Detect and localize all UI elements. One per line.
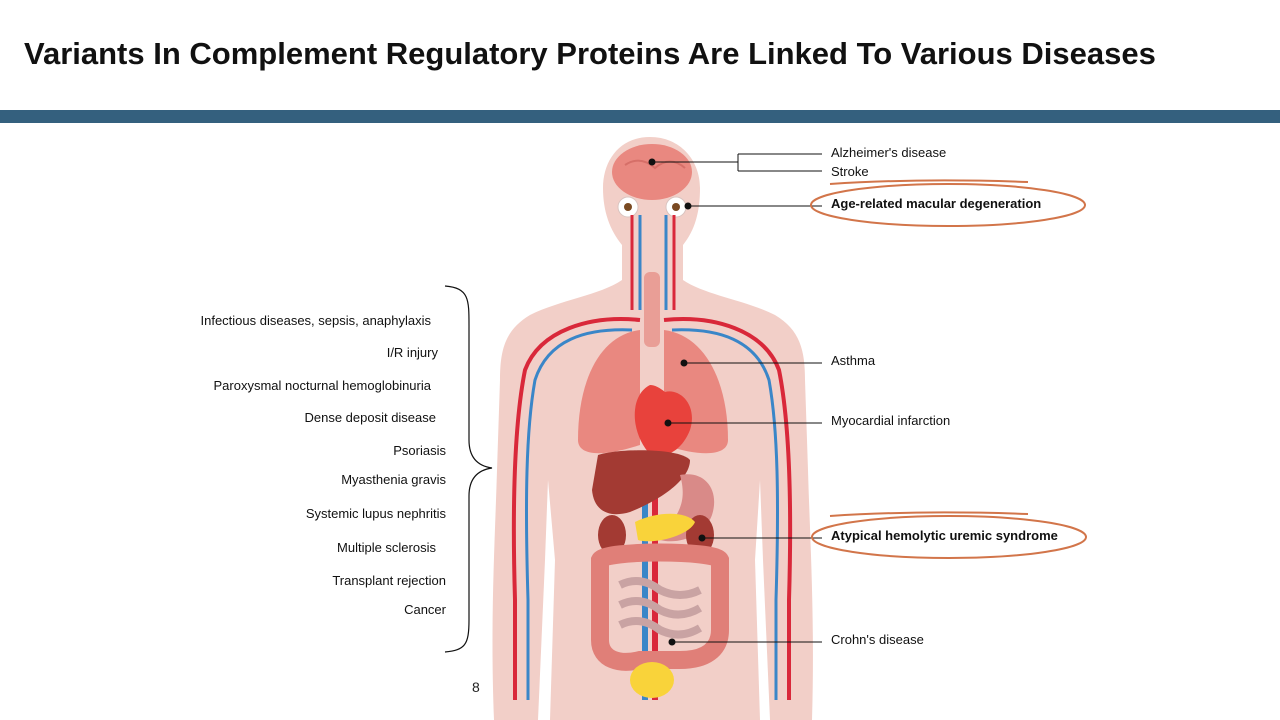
label-alzheimers: Alzheimer's disease bbox=[831, 145, 946, 160]
label-ir-injury: I/R injury bbox=[387, 345, 438, 360]
brain bbox=[612, 144, 692, 200]
label-stroke: Stroke bbox=[831, 164, 869, 179]
left-brace bbox=[445, 286, 492, 652]
page-number: 8 bbox=[472, 679, 480, 695]
label-dense-deposit-disease: Dense deposit disease bbox=[304, 410, 436, 425]
label-multiple-sclerosis: Multiple sclerosis bbox=[337, 540, 436, 555]
bladder bbox=[630, 662, 674, 698]
label-pnh: Paroxysmal nocturnal hemoglobinuria bbox=[213, 378, 431, 393]
label-psoriasis: Psoriasis bbox=[393, 443, 446, 458]
label-asthma: Asthma bbox=[831, 353, 875, 368]
label-crohns: Crohn's disease bbox=[831, 632, 924, 647]
label-lupus-nephritis: Systemic lupus nephritis bbox=[306, 506, 446, 521]
label-ahus: Atypical hemolytic uremic syndrome bbox=[831, 528, 1058, 543]
label-cancer: Cancer bbox=[404, 602, 446, 617]
label-infectious-diseases: Infectious diseases, sepsis, anaphylaxis bbox=[200, 313, 431, 328]
label-myasthenia-gravis: Myasthenia gravis bbox=[341, 472, 446, 487]
label-transplant-rejection: Transplant rejection bbox=[332, 573, 446, 588]
label-amd: Age-related macular degeneration bbox=[831, 196, 1041, 211]
trachea bbox=[644, 272, 660, 347]
label-myocardial-infarction: Myocardial infarction bbox=[831, 413, 950, 428]
